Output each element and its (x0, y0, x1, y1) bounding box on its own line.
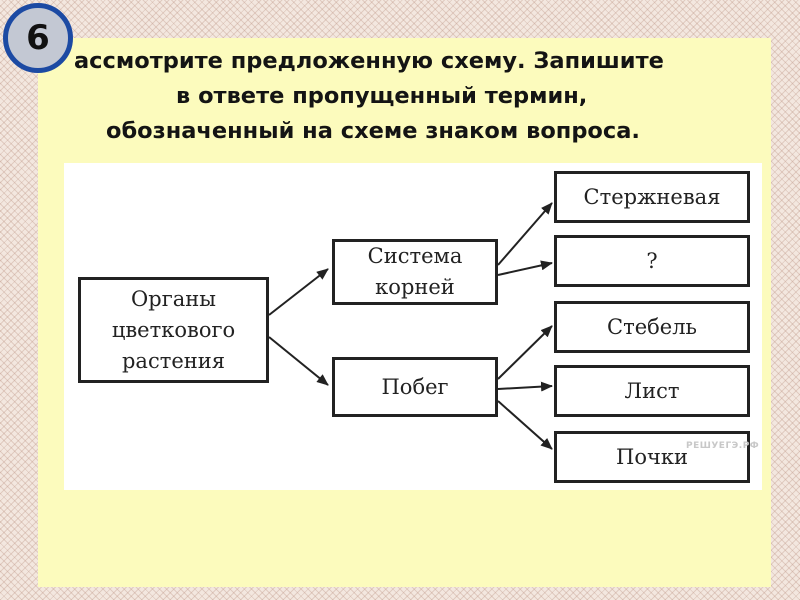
box-root-system: Система корней (332, 239, 498, 305)
watermark: РЕШУЕГЭ.РФ (686, 441, 760, 451)
arrow-shoot-to-buds (497, 400, 553, 450)
box-shoot-label: Побег (381, 374, 449, 399)
question-line-1: ассмотрите предложенную схему. Запишите (74, 48, 664, 74)
box-root-system-line-1: Система (367, 244, 463, 268)
slide-number: 6 (26, 18, 50, 58)
box-leaf-label: Лист (624, 378, 680, 403)
box-plant-organs-line-3: растения (121, 348, 225, 373)
arrow-organs-to-root-system (268, 268, 329, 316)
question-line-3: обозначенный на схеме знаком вопроса. (106, 118, 640, 144)
box-taproot: Стержневая (554, 171, 750, 223)
box-shoot: Побег (332, 357, 498, 417)
box-root-system-line-2: корней (375, 275, 455, 299)
arrow-root-system-to-unknown (497, 260, 553, 276)
question-text: ассмотрите предложенную схему. Запишите … (70, 44, 790, 149)
arrow-shoot-to-stem (497, 325, 553, 380)
box-taproot-label: Стержневая (583, 184, 721, 209)
question-line-2: в ответе пропущенный термин, (176, 83, 588, 109)
box-plant-organs-line-2: цветкового (111, 317, 236, 342)
box-stem-label: Стебель (607, 314, 697, 339)
box-buds-label: Почки (616, 444, 688, 469)
plant-organs-scheme: Органы цветкового растения Система корне… (64, 163, 762, 490)
box-buds: Почки (554, 431, 750, 483)
box-plant-organs-line-1: Органы (131, 286, 216, 311)
box-unknown-term-label: ? (646, 248, 658, 273)
arrow-root-system-to-taproot (497, 202, 553, 266)
box-leaf: Лист (554, 365, 750, 417)
box-unknown-term: ? (554, 235, 750, 287)
arrow-organs-to-shoot (268, 336, 329, 386)
box-stem: Стебель (554, 301, 750, 353)
arrow-shoot-to-leaf (497, 381, 553, 392)
scheme-arrows (268, 202, 553, 450)
slide-number-badge: 6 (3, 3, 73, 73)
box-plant-organs: Органы цветкового растения (78, 277, 269, 383)
